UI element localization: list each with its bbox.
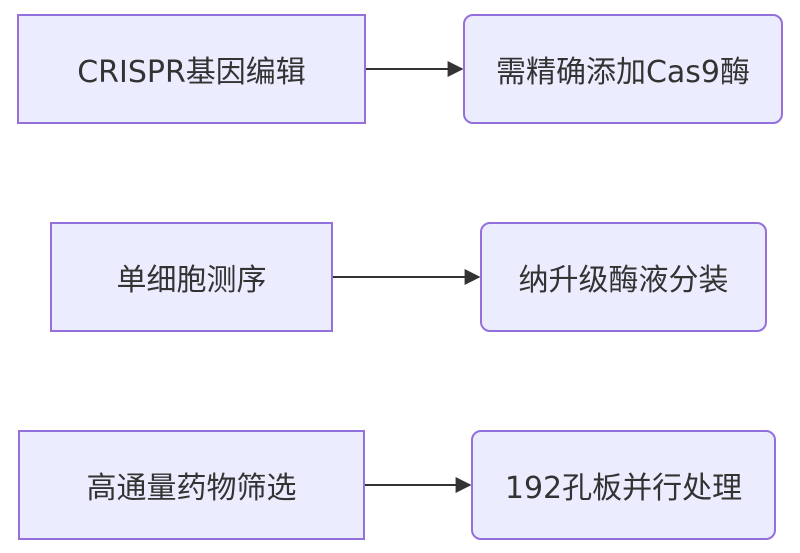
node-crispr-label: CRISPR基因编辑: [77, 55, 306, 90]
node-cas9[interactable]: 需精确添加Cas9酶: [463, 14, 783, 124]
node-enzyme-dispense-label: 纳升级酶液分装: [518, 263, 729, 298]
node-192-plate[interactable]: 192孔板并行处理: [471, 430, 776, 540]
node-cas9-label: 需精确添加Cas9酶: [495, 55, 751, 90]
node-192-plate-label: 192孔板并行处理: [504, 471, 743, 506]
node-drug-screening-label: 高通量药物筛选: [86, 471, 297, 506]
node-enzyme-dispense[interactable]: 纳升级酶液分装: [480, 222, 767, 332]
node-drug-screening[interactable]: 高通量药物筛选: [18, 430, 365, 540]
node-single-cell-label: 单细胞测序: [116, 263, 267, 298]
node-single-cell[interactable]: 单细胞测序: [50, 222, 333, 332]
node-crispr[interactable]: CRISPR基因编辑: [17, 14, 366, 124]
